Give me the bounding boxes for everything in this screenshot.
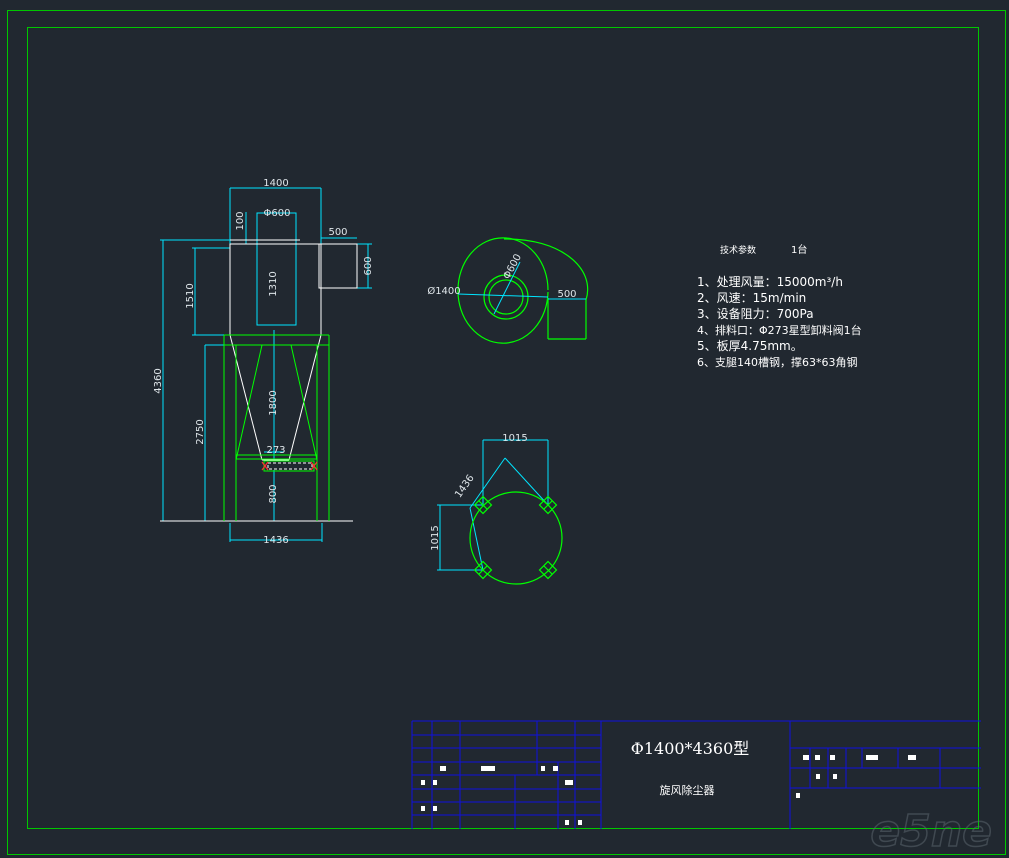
dim-inlet-dia: Φ600: [264, 208, 291, 219]
dim-discharge-dia: 273: [266, 445, 285, 456]
dim-top-offset: 100: [235, 211, 246, 230]
dim-diagonal: 1436: [453, 473, 477, 500]
dim-cone-height: 1800: [268, 390, 279, 415]
dim-span-top: 1015: [502, 433, 527, 444]
base-view: 1015 1436 1015: [430, 433, 563, 585]
tech-param-line-5: 5、板厚4.75mm。: [697, 339, 803, 353]
tech-params-title: 技术参数: [720, 244, 756, 256]
dim-outlet-width: 500: [328, 227, 347, 238]
title-block-name: 旋风除尘器: [660, 783, 715, 797]
dim-outer-dia: Ø1400: [427, 285, 460, 297]
dim-body-height: 1510: [185, 283, 196, 308]
title-block: Φ1400*4360型 旋风除尘器: [411, 720, 981, 829]
top-view: Ø1400 Φ600 500: [427, 237, 589, 344]
dim-total-height: 4360: [153, 368, 164, 393]
tech-param-line-1: 1、处理风量：15000m³/h: [697, 275, 843, 289]
tech-param-line-6: 6、支腿140槽钢，撑63*63角钢: [697, 355, 858, 369]
inner-border: [27, 27, 979, 829]
title-block-model: Φ1400*4360型: [631, 739, 750, 758]
tech-param-line-3: 3、设备阻力：700Pa: [697, 307, 814, 321]
tech-param-line-2: 2、风速：15m/min: [697, 291, 806, 305]
dim-inlet-width: 500: [557, 289, 576, 300]
dim-span-side: 1015: [430, 525, 441, 550]
dim-top-width: 1400: [263, 178, 288, 189]
tech-param-line-4: 4、排料口：Φ273星型卸料阀1台: [697, 323, 862, 337]
front-view: 1400 Φ600 100 500 600 1510 1310 4360 275…: [153, 178, 374, 546]
dim-tube-height: 1310: [268, 271, 279, 296]
dim-support-height: 2750: [195, 419, 206, 444]
dim-leg-height: 800: [268, 484, 279, 503]
watermark: e5ne: [870, 806, 992, 857]
tech-params-quantity: 1台: [791, 243, 807, 256]
dim-inner-dia: Φ600: [502, 252, 524, 281]
outer-border: [7, 10, 1006, 855]
dim-outlet-height: 600: [363, 256, 374, 275]
tech-params: 技术参数 1台 1、处理风量：15000m³/h 2、风速：15m/min 3、…: [697, 243, 862, 369]
dim-base-width: 1436: [263, 535, 288, 546]
